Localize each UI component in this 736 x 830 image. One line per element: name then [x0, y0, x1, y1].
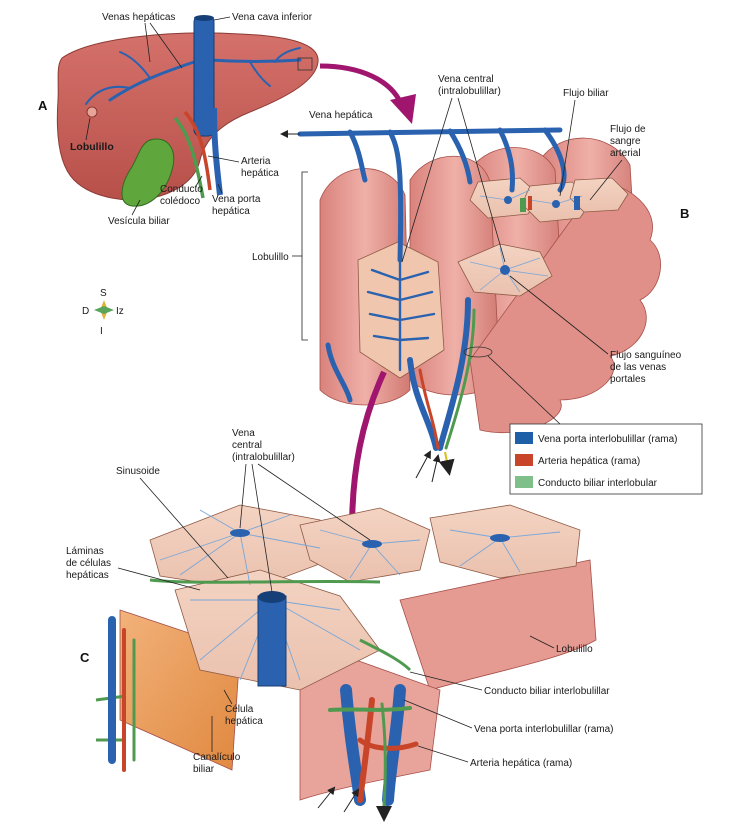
- label-vena-central-b-2: (intralobulillar): [438, 86, 501, 97]
- hepatic-artery-a: [183, 110, 212, 191]
- label-vena-central-c-3: (intralobulillar): [232, 452, 295, 463]
- label-flujo-sangre-1: Flujo de: [610, 124, 646, 135]
- label-vena-central-c-1: Vena: [232, 428, 255, 439]
- panel-a-liver: [56, 15, 319, 207]
- hepatic-vein-b: [297, 127, 567, 263]
- label-sinusoide: Sinusoide: [116, 466, 160, 477]
- cut-lobule-veins-b: [366, 248, 436, 372]
- label-flujo-sangre-3: arterial: [610, 148, 641, 159]
- label-venas-hepaticas: Venas hepáticas: [102, 12, 175, 23]
- label-lobulillo-c: Lobulillo: [556, 644, 593, 655]
- legend-swatch-conducto: [515, 476, 533, 488]
- zoom-arrow-a-to-b: [319, 63, 405, 108]
- label-vena-hepatica: Vena hepática: [309, 110, 373, 121]
- label-vena-porta-2: hepática: [212, 206, 250, 217]
- label-flujo-sangre-2: sangre: [610, 136, 641, 147]
- label-conducto-coledoco-2: colédoco: [160, 196, 200, 207]
- legend: Vena porta interlobulillar (rama) Arteri…: [509, 423, 703, 495]
- vena-cava-inferior-a: [193, 15, 215, 137]
- label-vena-porta-interlob: Vena porta interlobulillar (rama): [474, 724, 614, 735]
- label-laminas-3: hepáticas: [66, 570, 109, 581]
- label-celula-2: hepática: [225, 716, 263, 727]
- label-arteria-hepatica-2: hepática: [241, 168, 279, 179]
- panel-label-c: C: [80, 650, 90, 665]
- lobule-marker-a: [86, 106, 98, 118]
- orientation-compass: S I D Iz: [82, 288, 124, 337]
- label-lobulillo-a: Lobulillo: [70, 141, 114, 153]
- panel-b-lobules: [280, 127, 661, 483]
- label-flujo-biliar: Flujo biliar: [563, 88, 609, 99]
- zoom-arrow-b-to-c: [349, 370, 387, 531]
- panel-label-a: A: [38, 98, 48, 113]
- label-laminas-2: de células: [66, 558, 111, 569]
- label-vena-central-b-1: Vena central: [438, 74, 494, 85]
- compass-i: I: [100, 326, 103, 337]
- label-canaliculo-2: biliar: [193, 764, 215, 775]
- gallbladder: [121, 138, 175, 207]
- panel-c-section: [95, 504, 597, 822]
- label-vena-cava-inferior: Vena cava inferior: [232, 12, 313, 23]
- label-flujo-portal-2: de las venas: [610, 362, 666, 373]
- compass-d: D: [82, 306, 89, 317]
- compass-iz: Iz: [116, 306, 124, 317]
- bile-duct-a: [173, 116, 205, 199]
- label-arteria-hepatica-rama: Arteria hepática (rama): [470, 758, 572, 769]
- label-vesicula-biliar: Vesícula biliar: [108, 216, 170, 227]
- label-conducto-biliar-interlob: Conducto biliar interlobulillar: [484, 686, 610, 697]
- label-vena-porta-1: Vena porta: [212, 194, 261, 205]
- legend-label-conducto: Conducto biliar interlobular: [538, 478, 658, 489]
- left-vessels-c: [108, 616, 136, 772]
- portal-vessels-b: [325, 297, 476, 451]
- central-vein-c: [257, 595, 287, 687]
- panel-label-b: B: [680, 206, 689, 221]
- label-flujo-portal-3: portales: [610, 374, 646, 385]
- legend-label-arteria: Arteria hepática (rama): [538, 456, 640, 467]
- zoom-box-a: [297, 57, 313, 71]
- label-flujo-portal-1: Flujo sanguíneo: [610, 350, 682, 361]
- portal-vein-a: [211, 107, 223, 196]
- label-laminas-1: Láminas: [66, 546, 104, 557]
- legend-swatch-arteria: [515, 454, 533, 466]
- lobulillo-bracket-b: [301, 171, 308, 341]
- label-conducto-coledoco-1: Conducto: [160, 184, 203, 195]
- label-celula-1: Célula: [225, 704, 254, 715]
- legend-swatch-vena: [515, 432, 533, 444]
- label-arteria-hepatica-1: Arteria: [241, 156, 271, 167]
- label-lobulillo-b: Lobulillo: [252, 252, 289, 263]
- hepatic-veins-a: [85, 47, 302, 105]
- label-canaliculo-1: Canalículo: [193, 752, 241, 763]
- compass-s: S: [100, 288, 107, 299]
- legend-label-vena: Vena porta interlobulillar (rama): [538, 434, 678, 445]
- label-vena-central-c-2: central: [232, 440, 262, 451]
